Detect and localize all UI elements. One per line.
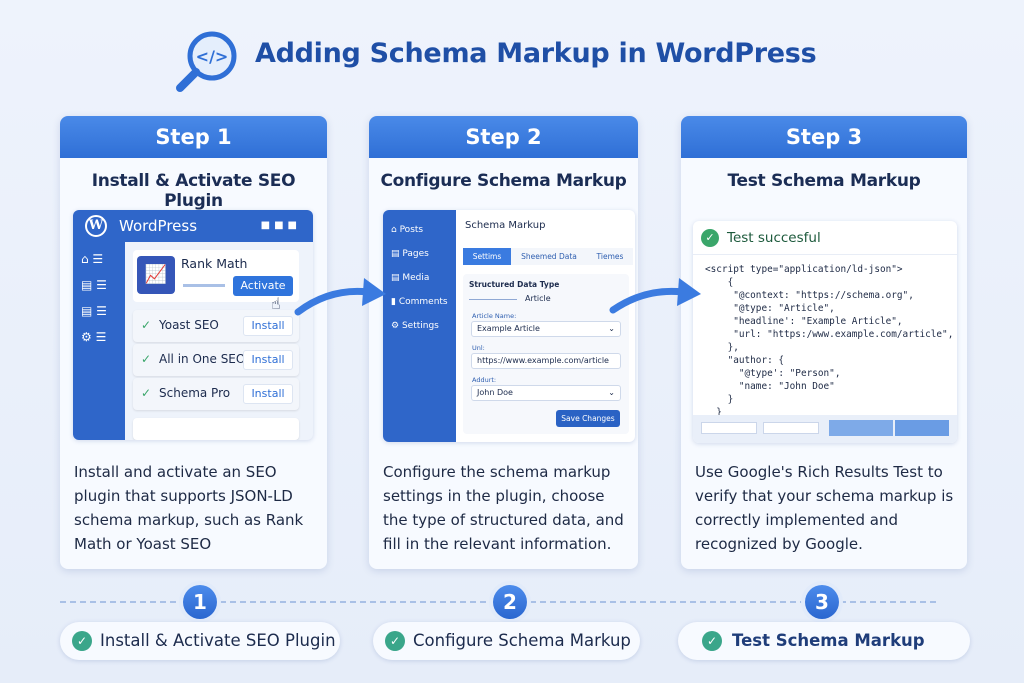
type-label: Structured Data Type bbox=[469, 280, 560, 289]
posts-icon[interactable]: ▤ ☰ bbox=[81, 304, 107, 318]
step-2-card: Step 2 Configure Schema Markup ⌂ Posts ▤… bbox=[369, 116, 638, 569]
pill-label: Test Schema Markup bbox=[732, 631, 925, 650]
placeholder-line bbox=[469, 299, 517, 300]
timeline-pill: ✓ Configure Schema Markup bbox=[373, 622, 640, 660]
wordpress-brand: WordPress bbox=[119, 217, 198, 235]
menu-comments[interactable]: ▮ Comments bbox=[391, 297, 448, 307]
menu-media[interactable]: ▤ Media bbox=[391, 273, 430, 283]
tab-themes[interactable]: Tiemes bbox=[596, 252, 624, 261]
pill-label: Configure Schema Markup bbox=[413, 631, 631, 650]
arrow-right-icon bbox=[609, 278, 701, 314]
step-description: Use Google's Rich Results Test to verify… bbox=[695, 463, 954, 553]
install-button[interactable]: Install bbox=[243, 350, 293, 370]
step-subtitle: Configure Schema Markup bbox=[380, 171, 627, 191]
step-number-badge: 2 bbox=[493, 585, 527, 619]
check-circle-icon: ✓ bbox=[702, 631, 722, 651]
cursor-hand-icon: ☝ bbox=[271, 294, 281, 313]
menu-posts[interactable]: ⌂ Posts bbox=[391, 225, 424, 235]
featured-plugin: 📈 Rank Math Activate ☝ bbox=[133, 250, 299, 313]
step-header: Step 3 bbox=[681, 116, 967, 158]
chevron-down-icon: ⌄ bbox=[608, 388, 615, 397]
schema-settings-mockup: ⌂ Posts ▤ Pages ▤ Media ▮ Comments ⚙ Set… bbox=[383, 210, 635, 442]
step-1-card: Step 1 Install & Activate SEO Plugin W W… bbox=[60, 116, 327, 569]
author-select[interactable]: John Doe⌄ bbox=[471, 385, 621, 401]
pill-label: Install & Activate SEO Plugin bbox=[100, 631, 336, 650]
wordpress-logo-icon: W bbox=[85, 215, 107, 237]
placeholder-button[interactable] bbox=[895, 420, 949, 436]
json-ld-code: <script type="application/ld-json"> { "@… bbox=[705, 264, 954, 418]
sidebar: ⌂ ☰ ▤ ☰ ▤ ☰ ⚙ ☰ bbox=[73, 242, 125, 440]
check-circle-icon: ✓ bbox=[72, 631, 92, 651]
wordpress-plugin-mockup: W WordPress ■■■ ⌂ ☰ ▤ ☰ ▤ ☰ ⚙ ☰ 📈 Rank Math… bbox=[73, 210, 313, 440]
menu-settings[interactable]: ⚙ Settings bbox=[391, 321, 439, 331]
placeholder-button[interactable] bbox=[829, 420, 893, 436]
gear-icon[interactable]: ⚙ ☰ bbox=[81, 330, 107, 344]
install-button[interactable]: Install bbox=[243, 316, 293, 336]
timeline-pill: ✓ Install & Activate SEO Plugin bbox=[60, 622, 340, 660]
step-subtitle: Test Schema Markup bbox=[727, 171, 921, 191]
plugin-row: ✓ Schema Pro Install bbox=[133, 378, 299, 410]
window-controls-icon: ■■■ bbox=[260, 220, 301, 231]
check-circle-icon: ✓ bbox=[701, 229, 719, 247]
page-title: Adding Schema Markup in WordPress bbox=[255, 38, 817, 69]
check-circle-icon: ✓ bbox=[385, 631, 405, 651]
step-3-card: Step 3 Test Schema Markup ✓ Test succesf… bbox=[681, 116, 967, 569]
check-icon: ✓ bbox=[141, 386, 152, 400]
pages-icon[interactable]: ▤ ☰ bbox=[81, 278, 107, 292]
field-label: Unl: bbox=[472, 344, 485, 352]
timeline-pill: ✓ Test Schema Markup bbox=[678, 622, 970, 660]
install-button[interactable]: Install bbox=[243, 384, 293, 404]
step-description: Configure the schema markup settings in … bbox=[383, 463, 624, 553]
tab-settings[interactable]: Settims bbox=[463, 248, 511, 265]
activate-button[interactable]: Activate bbox=[233, 276, 293, 296]
panel-heading: Schema Markup bbox=[465, 220, 546, 231]
featured-plugin-name: Rank Math bbox=[181, 256, 248, 271]
field-label: Addurt: bbox=[472, 376, 497, 384]
plugin-name: Schema Pro bbox=[159, 386, 231, 400]
plugin-name: Yoast SEO bbox=[159, 318, 219, 332]
step-header: Step 2 bbox=[369, 116, 638, 158]
test-status: Test succesful bbox=[727, 230, 821, 246]
test-result-mockup: ✓ Test succesful <script type="applicati… bbox=[693, 221, 957, 443]
plugin-name: All in One SEO bbox=[159, 352, 246, 366]
arrow-right-icon bbox=[294, 278, 386, 316]
placeholder-field bbox=[701, 422, 757, 434]
home-icon[interactable]: ⌂ ☰ bbox=[81, 252, 104, 266]
check-icon: ✓ bbox=[141, 318, 152, 332]
svg-text:</>: </> bbox=[196, 47, 229, 66]
type-value[interactable]: Article bbox=[525, 294, 551, 303]
url-input[interactable]: https://www.example.com/article bbox=[471, 353, 621, 369]
check-icon: ✓ bbox=[141, 352, 152, 366]
step-subtitle: Install & Activate SEO Plugin bbox=[91, 171, 296, 211]
plugin-row: ✓ Yoast SEO Install bbox=[133, 310, 299, 342]
step-header: Step 1 bbox=[60, 116, 327, 158]
tab-schema-data[interactable]: Sheemed Data bbox=[521, 252, 577, 261]
placeholder-field bbox=[763, 422, 819, 434]
step-number-badge: 1 bbox=[183, 585, 217, 619]
chevron-down-icon: ⌄ bbox=[608, 324, 615, 333]
placeholder-line bbox=[183, 284, 225, 287]
chart-icon: 📈 bbox=[137, 256, 175, 294]
field-label: Article Name: bbox=[472, 312, 517, 320]
menu-pages[interactable]: ▤ Pages bbox=[391, 249, 429, 259]
save-changes-button[interactable]: Save Changes bbox=[556, 410, 620, 427]
placeholder-row bbox=[133, 418, 299, 440]
code-search-icon: </> bbox=[176, 31, 237, 92]
step-number-badge: 3 bbox=[805, 585, 839, 619]
step-description: Install and activate an SEO plugin that … bbox=[74, 463, 304, 553]
admin-menu: ⌂ Posts ▤ Pages ▤ Media ▮ Comments ⚙ Set… bbox=[383, 210, 456, 442]
article-name-select[interactable]: Example Article⌄ bbox=[471, 321, 621, 337]
